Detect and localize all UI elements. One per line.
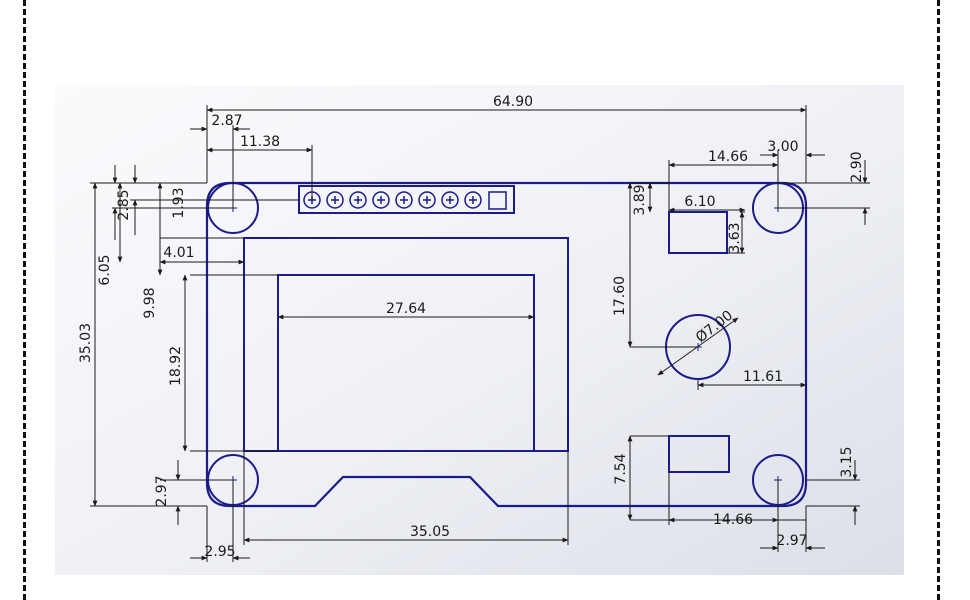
dim-active-width: 27.64: [386, 301, 426, 317]
viewport-background: [55, 85, 904, 575]
dim-active-height: 18.92: [168, 346, 184, 386]
dim-right-hole-offset: 3.00: [767, 139, 798, 155]
dim-top-right-span: 14.66: [708, 149, 748, 165]
dim-big-hole-right: 11.61: [743, 369, 783, 385]
frame-border-right: [937, 0, 940, 600]
dim-bottom-right-span: 14.66: [713, 512, 753, 528]
dim-hole-top-offset: 2.85: [116, 189, 132, 220]
dim-bottom-right-hole: 3.15: [839, 446, 855, 477]
dim-header-offset: 11.38: [240, 134, 280, 150]
dim-overall-height: 35.03: [78, 323, 94, 363]
dim-active-top-offset: 9.98: [142, 287, 158, 318]
dim-bottom-hole-offset: 2.97: [154, 475, 170, 506]
dim-bottom-left-offset: 2.95: [204, 544, 235, 560]
dim-display-left-offset: 4.01: [163, 245, 194, 261]
dim-display-top-offset: 6.05: [97, 254, 113, 285]
dim-display-width: 35.05: [410, 524, 450, 540]
dimension-labels: 64.90 2.87 11.38 14.66 3.00 2.90 2.85 1.…: [78, 94, 865, 560]
dim-overall-width: 64.90: [493, 94, 533, 110]
frame-border-left: [23, 0, 26, 600]
dimension-lines: [90, 105, 870, 562]
dim-big-hole-top: 17.60: [612, 276, 628, 316]
dim-right-hole-top: 2.90: [849, 151, 865, 182]
dim-pad-top-offset: 3.89: [632, 184, 648, 215]
header-pins: [303, 191, 507, 210]
board-outline: [205, 181, 808, 508]
dim-pad-width: 6.10: [684, 194, 715, 210]
dim-header-top-offset: 1.93: [171, 187, 187, 218]
display-active-area: [277, 274, 535, 452]
dim-pin1-offset: 2.87: [211, 113, 242, 129]
bottom-pad: [668, 435, 730, 473]
dim-lower-pad-offset: 7.54: [613, 453, 629, 484]
dim-pad-height: 3.63: [727, 222, 743, 253]
dim-bottom-right-offset: 2.97: [776, 533, 807, 549]
